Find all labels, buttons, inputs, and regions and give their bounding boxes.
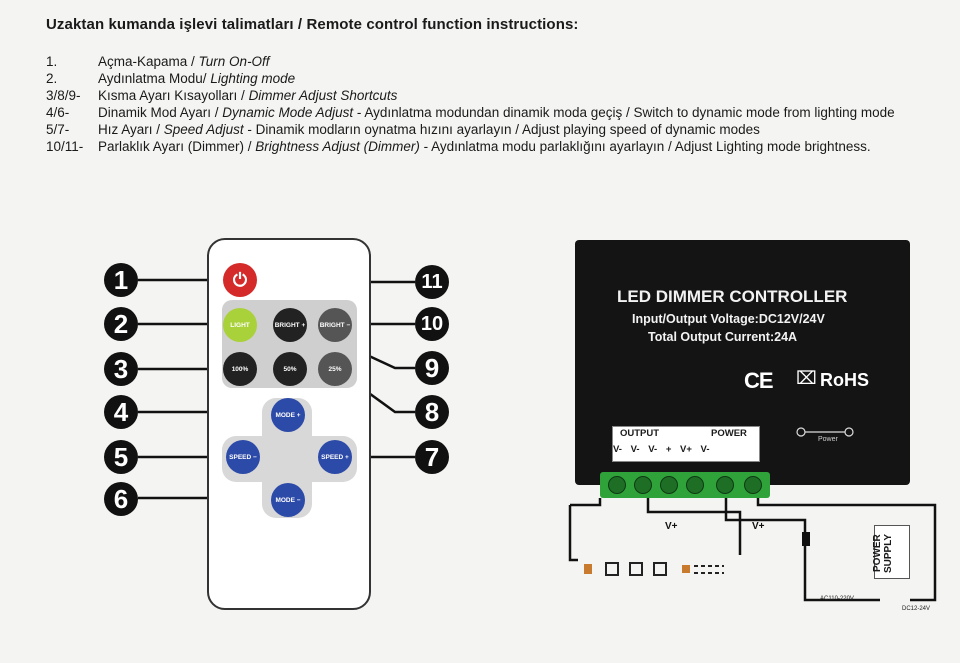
mode-down-button[interactable]: MODE − <box>271 483 305 517</box>
ce-mark: CE <box>744 368 774 393</box>
callout-7: 7 <box>415 440 449 474</box>
callout-10: 10 <box>415 307 449 341</box>
dc-label: DC12-24V <box>902 606 931 612</box>
weee-icon: ⌧ <box>796 368 817 388</box>
callout-4: 4 <box>104 395 138 429</box>
bright-down-button[interactable]: BRIGHT − <box>318 308 352 342</box>
terminal-labels: V- V- V- + V+ V- <box>613 444 710 455</box>
power-symbol-icon <box>796 427 854 437</box>
screw-terminal <box>686 476 704 494</box>
list-item: 2. Aydınlatma Modu/ Lighting mode <box>46 71 296 86</box>
power-supply <box>874 525 910 579</box>
callout-11: 11 <box>415 265 449 299</box>
wire-label: V+ <box>752 521 765 532</box>
page-title: Uzaktan kumanda işlevi talimatları / Rem… <box>46 16 579 33</box>
instruction-list: 1. Açma-Kapama / Turn On-Off 2. Aydınlat… <box>46 53 926 155</box>
speed-up-button[interactable]: SPEED + <box>318 440 352 474</box>
light-button[interactable]: LIGHT <box>223 308 257 342</box>
list-item: 10/11- Parlaklık Ayarı (Dimmer) / Bright… <box>46 139 871 154</box>
50-percent-button[interactable]: 50% <box>273 352 307 386</box>
rohs-mark: RoHS <box>820 370 869 390</box>
bright-up-button[interactable]: BRIGHT + <box>273 308 307 342</box>
power-label: POWER <box>711 428 747 439</box>
power-symbol-label: Power <box>818 436 838 443</box>
ac-label: AC110-220V <box>820 596 854 602</box>
power-supply-label: POWER SUPPLY <box>872 533 894 573</box>
screw-terminal <box>634 476 652 494</box>
screw-terminal <box>608 476 626 494</box>
list-item: 4/6- Dinamik Mod Ayarı / Dynamic Mode Ad… <box>46 105 895 120</box>
callout-2: 2 <box>104 307 138 341</box>
callout-8: 8 <box>415 395 449 429</box>
screw-terminal <box>716 476 734 494</box>
screw-terminal <box>744 476 762 494</box>
wire-label: V+ <box>665 521 678 532</box>
callout-6: 6 <box>104 482 138 516</box>
power-icon: ⏻ <box>232 269 248 290</box>
callout-1: 1 <box>104 263 138 297</box>
list-item: 3/8/9- Kısma Ayarı Kısayolları / Dimmer … <box>46 88 398 103</box>
controller-current: Total Output Current:24A <box>648 330 798 344</box>
controller-title: LED DIMMER CONTROLLER <box>617 287 848 306</box>
led-strip-icon <box>578 556 728 582</box>
power-button[interactable]: ⏻ <box>223 263 257 297</box>
screw-terminal <box>660 476 678 494</box>
output-label: OUTPUT <box>620 428 660 439</box>
100-percent-button[interactable]: 100% <box>223 352 257 386</box>
callout-5: 5 <box>104 440 138 474</box>
terminal-block <box>600 472 770 498</box>
25-percent-button[interactable]: 25% <box>318 352 352 386</box>
terminal-label-box <box>612 426 760 462</box>
mode-up-button[interactable]: MODE + <box>271 398 305 432</box>
list-item: 1. Açma-Kapama / Turn On-Off <box>46 54 270 69</box>
list-item: 5/7- Hız Ayarı / Speed Adjust - Dinamik … <box>46 122 760 137</box>
controller-voltage: Input/Output Voltage:DC12V/24V <box>632 312 825 326</box>
speed-down-button[interactable]: SPEED − <box>226 440 260 474</box>
plug-icon <box>802 532 810 546</box>
callout-9: 9 <box>415 351 449 385</box>
callout-3: 3 <box>104 352 138 386</box>
